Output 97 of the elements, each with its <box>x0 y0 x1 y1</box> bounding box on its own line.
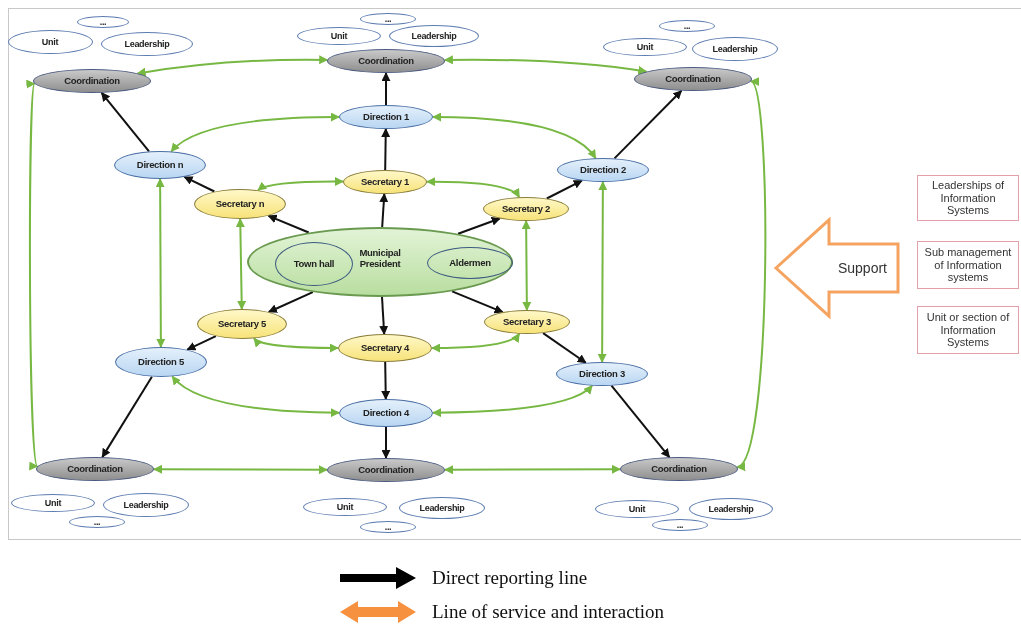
node-label: Leadership <box>411 30 457 42</box>
double-arrow <box>171 375 340 418</box>
node-label: Unit <box>636 41 654 53</box>
arrow <box>183 175 216 193</box>
node-label: Aldermen <box>449 257 491 269</box>
double-arrow <box>426 177 521 199</box>
oval-node <box>659 20 715 32</box>
node-label: Unit <box>41 36 59 48</box>
double-arrow <box>235 218 247 310</box>
node-label: Direction 2 <box>580 164 626 176</box>
node-label: ... <box>676 519 684 531</box>
oval-node <box>69 516 125 528</box>
node-label: ... <box>384 521 392 533</box>
oval-node <box>36 457 154 481</box>
double-arrow <box>253 337 339 353</box>
node-label: ... <box>683 20 691 32</box>
node-label: Support <box>837 259 887 277</box>
node-label: Coordination <box>665 73 721 85</box>
text-box <box>917 306 1019 354</box>
arrow <box>545 179 583 200</box>
oval-node <box>11 494 95 512</box>
arrow <box>381 72 391 106</box>
node-label: ... <box>384 13 392 25</box>
arrow <box>457 217 501 235</box>
node-label: Leadership <box>708 503 754 515</box>
node-label: Secretary 2 <box>502 203 550 215</box>
oval-node <box>652 519 708 531</box>
double-arrow <box>431 332 521 353</box>
node-label: Coordination <box>651 463 707 475</box>
node-label: Secretary 1 <box>361 176 409 188</box>
double-arrow <box>443 55 648 75</box>
node-label: Direction 5 <box>138 356 184 368</box>
node-label: Coordination <box>358 55 414 67</box>
text-box <box>917 175 1019 221</box>
text-box <box>917 241 1019 289</box>
arrow <box>381 361 391 400</box>
oval-node <box>634 67 752 91</box>
arrow <box>267 291 314 313</box>
double-arrow <box>257 177 344 192</box>
node-label: Secretary 4 <box>361 342 409 354</box>
node-label: Unit or section of Information Systems <box>925 311 1011 349</box>
node-label: Unit <box>336 501 354 513</box>
arrow <box>186 335 217 351</box>
node-label: Direction 4 <box>363 407 409 419</box>
node-label: Leaderships of Information Systems <box>930 179 1006 217</box>
double-arrow <box>28 82 40 468</box>
oval-node <box>360 521 416 533</box>
arrow <box>610 384 671 459</box>
node-label: Coordination <box>67 463 123 475</box>
double-arrow <box>736 80 767 469</box>
node-label: Secretary 3 <box>503 316 551 328</box>
node-label: Leadership <box>124 38 170 50</box>
node-label: Coordination <box>64 75 120 87</box>
legend-text: Direct reporting line <box>432 567 588 589</box>
arrow <box>379 296 389 335</box>
oval-node <box>7 30 93 54</box>
node-label: Coordination <box>358 464 414 476</box>
node-label: Municipal President <box>358 248 402 270</box>
arrow <box>101 375 153 459</box>
arrow <box>381 426 391 459</box>
block-arrow <box>775 219 899 317</box>
node-label: Unit <box>330 30 348 42</box>
node-label: Town hall <box>293 258 335 270</box>
arrow <box>379 193 389 228</box>
oval-node <box>689 498 773 520</box>
arrow <box>381 128 391 171</box>
node-label: Leadership <box>712 43 758 55</box>
node-label: Unit <box>44 497 62 509</box>
node-label: Leadership <box>419 502 465 514</box>
double-arrow <box>597 181 608 363</box>
node-label: ... <box>99 16 107 28</box>
node-label: Secretary 5 <box>218 318 266 330</box>
node-label: ... <box>93 516 101 528</box>
double-arrow <box>153 464 328 475</box>
oval-node <box>33 69 151 93</box>
double-arrow <box>170 112 340 153</box>
oval-node <box>77 16 129 28</box>
node-label: Sub management of Information systems <box>923 246 1013 284</box>
arrow <box>267 214 310 234</box>
arrow <box>613 89 683 160</box>
double-arrow <box>521 220 532 311</box>
node-label: Direction 3 <box>579 368 625 380</box>
legend-text: Line of service and interaction <box>432 601 665 623</box>
node-label: Unit <box>628 503 646 515</box>
arrow <box>542 332 587 364</box>
node-label: Secretary n <box>215 198 265 210</box>
arrow <box>451 290 504 314</box>
node-label: Direction 1 <box>363 111 409 123</box>
double-arrow <box>432 384 594 418</box>
double-arrow <box>136 55 329 77</box>
double-arrow <box>155 178 166 348</box>
oval-node <box>360 13 416 25</box>
node-label: Direction n <box>136 159 184 171</box>
arrow <box>100 91 150 153</box>
double-arrow <box>432 112 597 160</box>
node-label: Leadership <box>123 499 169 511</box>
double-arrow <box>444 464 621 475</box>
